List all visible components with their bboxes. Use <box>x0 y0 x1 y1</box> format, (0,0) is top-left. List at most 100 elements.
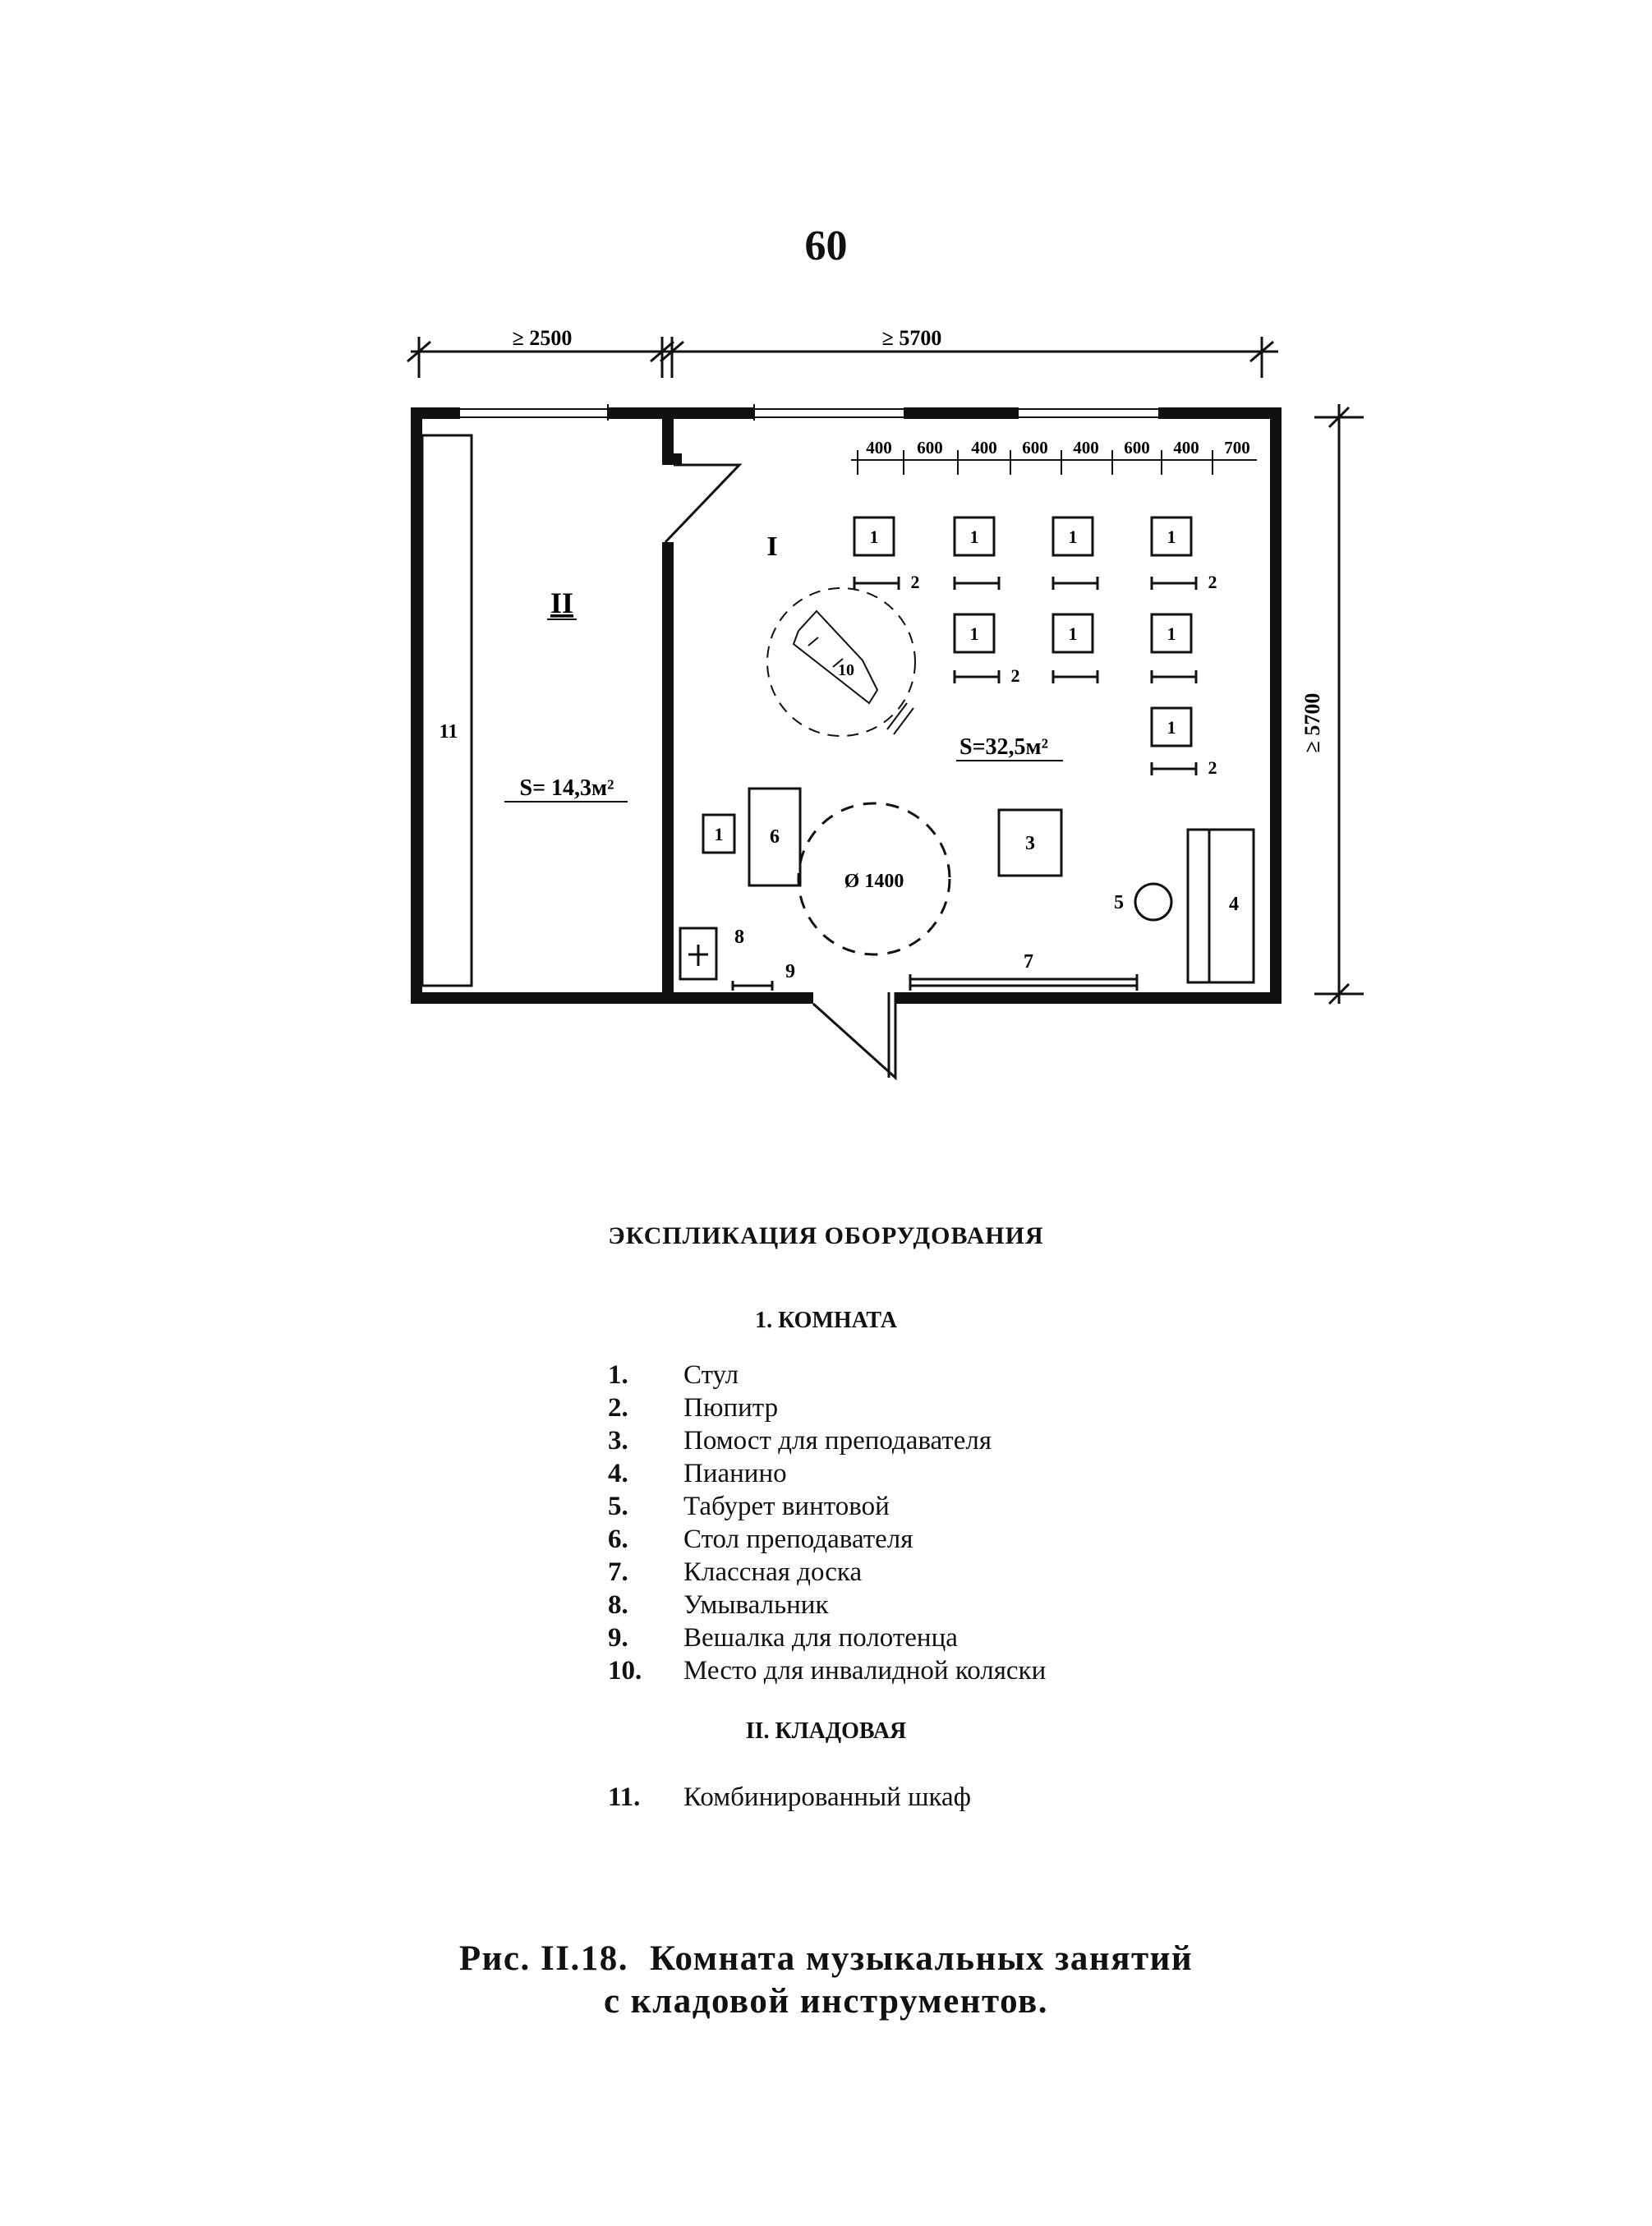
legend-item-number: 5. <box>608 1492 628 1521</box>
figure-title: Комната музыкальных занятий <box>649 1939 1194 1978</box>
towel-rack-marker: 9 <box>785 961 795 982</box>
wheelchair-area <box>766 587 916 737</box>
stool-marker: 5 <box>1114 892 1124 913</box>
chair-marker: 1 <box>970 527 979 547</box>
stand-marker: 2 <box>1208 757 1217 778</box>
legend-item-number: 1. <box>608 1360 628 1390</box>
legend-item-label: Стол преподавателя <box>683 1525 913 1554</box>
figure-caption-line2: с кладовой инструментов. <box>603 1982 1049 2021</box>
dim-room-width: ≥ 5700 <box>882 326 942 350</box>
legend-item: 6. Стол преподавателя <box>608 1525 1046 1557</box>
chair-marker: 1 <box>715 824 724 844</box>
legend-title: ЭКСПЛИКАЦИЯ ОБОРУДОВАНИЯ <box>608 1222 1044 1249</box>
piano <box>1186 828 1255 984</box>
legend-item-number: 9. <box>608 1623 628 1653</box>
spacing-label: 600 <box>1124 438 1150 458</box>
piano-marker: 4 <box>1229 894 1239 915</box>
towel-rack <box>731 981 774 991</box>
wheelchair-marker: 10 <box>838 661 854 679</box>
legend-item: 7. Классная доска <box>608 1557 1046 1590</box>
chair-marker: 1 <box>970 623 979 644</box>
turning-circle <box>797 802 951 956</box>
stand-marker: 2 <box>1011 665 1020 686</box>
interior-door <box>664 463 743 544</box>
dim-height: ≥ 5700 <box>1300 693 1324 753</box>
legend-item: 9. Вешалка для полотенца <box>608 1623 1046 1656</box>
legend-item-label: Пюпитр <box>683 1393 779 1423</box>
legend-item: 11. Комбинированный шкаф <box>608 1782 971 1815</box>
legend-section-room-title: 1. КОМНАТА <box>755 1308 897 1333</box>
stool <box>1134 882 1173 922</box>
cabinet-marker: 11 <box>439 721 458 743</box>
right-dimension-line <box>1314 404 1364 1005</box>
washbasin-marker: 8 <box>734 927 744 948</box>
combined-cabinet <box>421 434 473 987</box>
legend-item: 10. Место для инвалидной коляски <box>608 1656 1046 1689</box>
legend-item-label: Классная доска <box>683 1557 863 1587</box>
chair-marker: 1 <box>1167 623 1176 644</box>
chair-marker: 1 <box>1167 717 1176 738</box>
legend-item: 3. Помост для преподавателя <box>608 1426 1046 1459</box>
room-area: S=32,5м² <box>959 734 1048 760</box>
stand-marker: 2 <box>1208 572 1217 592</box>
legend-item-label: Пианино <box>683 1459 787 1488</box>
legend-item-label: Умывальник <box>683 1590 829 1620</box>
circle-diameter: Ø 1400 <box>844 871 904 892</box>
spacing-label: 600 <box>917 438 943 458</box>
legend-item: 5. Табурет винтовой <box>608 1492 1046 1525</box>
legend-item-number: 2. <box>608 1393 628 1423</box>
legend-item-label: Вешалка для полотенца <box>683 1623 958 1653</box>
legend-item: 4. Пианино <box>608 1459 1046 1492</box>
legend-item-label: Табурет винтовой <box>683 1492 890 1521</box>
washbasin <box>679 927 718 981</box>
legend-item: 2. Пюпитр <box>608 1393 1046 1426</box>
spacing-label: 700 <box>1224 438 1250 458</box>
spacing-label: 400 <box>866 438 892 458</box>
legend-item-number: 6. <box>608 1525 628 1554</box>
desk-marker: 6 <box>770 826 780 848</box>
stand-marker: 2 <box>911 572 920 592</box>
page-number: 60 <box>804 223 848 269</box>
legend-item-number: 7. <box>608 1557 628 1587</box>
chair-marker: 1 <box>870 527 879 547</box>
walls <box>411 407 1282 1004</box>
pantry-label: II <box>550 586 573 619</box>
legend-item: 1. Стул <box>608 1360 1046 1393</box>
podium <box>997 808 1063 877</box>
legend-pantry-list: 11. Комбинированный шкаф <box>608 1782 971 1815</box>
figure-label: Рис. II.18. <box>458 1939 628 1978</box>
desk-spacing-dimension <box>851 450 1257 475</box>
pantry-area: S= 14,3м² <box>520 775 614 801</box>
music-stands <box>853 577 1198 775</box>
legend-item: 8. Умывальник <box>608 1590 1046 1623</box>
entrance-door <box>812 992 897 1081</box>
blackboard <box>909 974 1139 991</box>
spacing-label: 400 <box>1173 438 1199 458</box>
blackboard-marker: 7 <box>1024 951 1033 973</box>
legend-item-number: 11. <box>608 1782 641 1812</box>
spacing-label: 400 <box>1073 438 1099 458</box>
legend-item-number: 8. <box>608 1590 628 1620</box>
chair-marker: 1 <box>1167 527 1176 547</box>
legend-item-number: 4. <box>608 1459 628 1488</box>
room-label: I <box>766 531 777 562</box>
figure-caption-line1: Рис. II.18. Комната музыкальных занятий <box>0 1939 1652 1979</box>
floor-plan: ≥ 2500 ≥ 5700 ≥ 5700 <box>407 326 1364 1081</box>
legend-item-number: 10. <box>608 1656 642 1686</box>
legend-item-label: Стул <box>683 1360 739 1390</box>
chair-marker: 1 <box>1069 527 1078 547</box>
spacing-label: 400 <box>971 438 997 458</box>
spacing-label: 600 <box>1022 438 1048 458</box>
chairs <box>702 516 1193 854</box>
top-dimension-line <box>407 337 1278 378</box>
legend-item-label: Комбинированный шкаф <box>683 1782 972 1812</box>
legend-item-label: Помост для преподавателя <box>683 1426 992 1456</box>
dim-pantry-width: ≥ 2500 <box>513 326 573 350</box>
legend-item-number: 3. <box>608 1426 628 1456</box>
podium-marker: 3 <box>1025 833 1035 854</box>
legend-item-label: Место для инвалидной коляски <box>683 1656 1047 1686</box>
windows <box>460 404 1158 421</box>
legend-room-list: 1. Стул 2. Пюпитр 3. Помост для преподавате… <box>608 1360 1046 1689</box>
legend-section-pantry-title: II. КЛАДОВАЯ <box>745 1718 907 1744</box>
chair-marker: 1 <box>1069 623 1078 644</box>
